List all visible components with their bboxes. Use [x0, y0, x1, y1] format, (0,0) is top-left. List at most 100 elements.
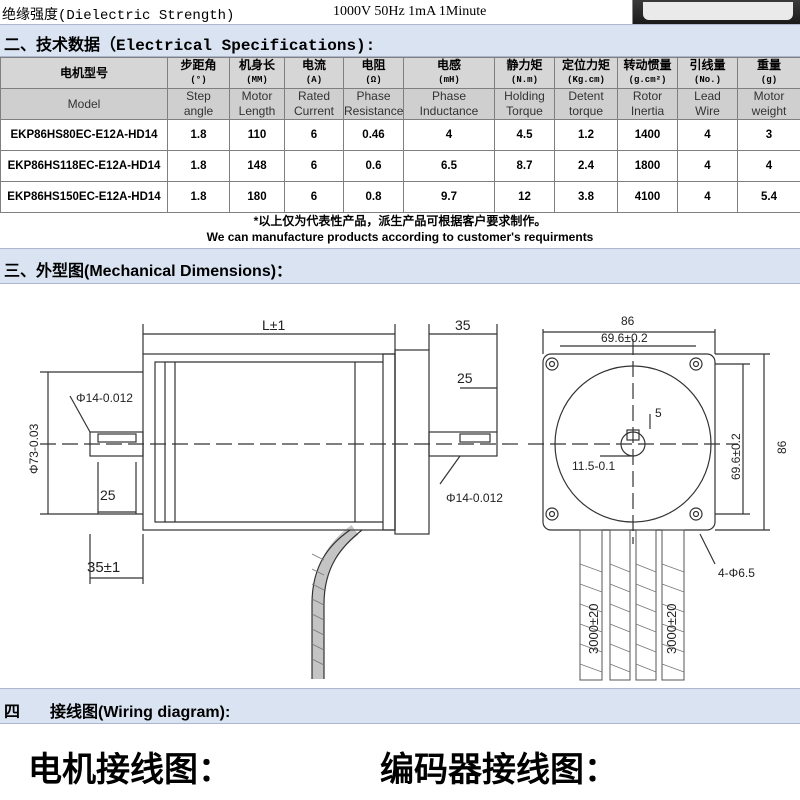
header-cn-cell: 静力矩(N.m) — [494, 57, 555, 89]
header-en-line: torque — [568, 104, 604, 118]
value-cell: 0.8 — [343, 181, 404, 213]
value-cell: 3 — [737, 119, 800, 151]
value-cell: 6 — [284, 119, 344, 151]
dim-front-shaft-dia: Φ14-0.012 — [446, 491, 503, 505]
header-en-line: Rated — [297, 89, 331, 103]
header-en-line: Model — [67, 96, 101, 111]
dim-flange: 86 — [621, 314, 635, 328]
header-cn-cell: 定位力矩 (Kg.cm) — [554, 57, 618, 89]
value-cell: 4 — [737, 150, 800, 182]
header-unit: (No.) — [693, 75, 721, 85]
header-cn-cell: 转动惯量 (g.cm²) — [617, 57, 678, 89]
value-cell: 5.4 — [737, 181, 800, 213]
header-en-line: Motor — [753, 89, 785, 103]
insulation-row: 绝缘强度(Dielectric Strength) 1000V 50Hz 1mA… — [0, 0, 800, 24]
header-en-line: Step — [186, 89, 211, 103]
header-cn-cell: 电感(mH) — [403, 57, 495, 89]
value-cell: 6 — [284, 181, 344, 213]
header-en-line: angle — [183, 104, 214, 118]
header-cn-label: 步距角 — [180, 58, 217, 72]
header-unit: (g) — [760, 75, 778, 85]
header-cn-label: 引线量 — [689, 58, 726, 72]
value-cell: 4 — [677, 150, 738, 182]
value-cell: 3.8 — [554, 181, 618, 213]
header-unit: (mH) — [438, 75, 460, 85]
table-note: *以上仅为代表性产品，派生产品可根据客户要求制作。 We can manufac… — [0, 213, 800, 245]
header-en-line: Resistance — [344, 104, 404, 118]
header-unit: (MM) — [246, 75, 268, 85]
header-cn-label: 机身长 — [238, 58, 275, 72]
motor-body-outline — [142, 353, 396, 531]
header-cn-cell: 电机型号 — [0, 57, 168, 89]
dim-flange-v: 86 — [775, 440, 789, 454]
value-cell: 1.2 — [554, 119, 618, 151]
value-cell: 6.5 — [403, 150, 495, 182]
header-cn-cell: 重量 (g) — [737, 57, 800, 89]
header-cn-label: 电流 — [301, 58, 326, 72]
value-cell: 1.8 — [167, 150, 230, 182]
header-en-line: Current — [293, 104, 334, 118]
header-unit: (Kg.cm) — [567, 75, 605, 85]
header-cn-cell: 引线量 (No.) — [677, 57, 738, 89]
header-en-line: Rotor — [632, 89, 663, 103]
value-cell: 148 — [229, 150, 285, 182]
header-en-line: Wire — [695, 104, 720, 118]
value-cell: 4 — [677, 181, 738, 213]
header-en-line: Inertia — [630, 104, 665, 118]
value-cell: 1400 — [617, 119, 678, 151]
front-flange — [394, 349, 430, 535]
dim-cable2: 3000±20 — [664, 603, 679, 654]
dim-length: L±1 — [262, 317, 285, 333]
model-cell: EKP86HS80EC-E12A-HD14 — [0, 119, 168, 151]
motor-wiring-title: 电机接线图： — [28, 750, 232, 790]
value-cell: 9.7 — [403, 181, 495, 213]
insulation-value: 1000V 50Hz 1mA 1Minute — [333, 4, 487, 19]
header-unit: (A) — [305, 75, 323, 85]
value-cell: 1.8 — [167, 181, 230, 213]
dim-hole-pitch-h: 69.6±0.2 — [601, 331, 648, 345]
header-en-line: Holding — [504, 89, 545, 103]
dim-cable1: 3000±20 — [586, 603, 601, 654]
header-cn-label: 转动惯量 — [623, 58, 672, 72]
header-unit: (Ω) — [365, 75, 382, 85]
header-en-line: Phase — [356, 89, 391, 103]
header-unit: (°) — [190, 75, 207, 85]
encoder-wiring-title: 编码器接线图： — [380, 750, 618, 790]
table-header-cn: 电机型号 步距角 (°) 机身长 (MM) 电流 (A) 电阻 (Ω) 电感(mH)静力矩(N.m… — [0, 57, 800, 89]
header-cn-label: 定位力矩 — [561, 58, 610, 72]
header-cn-label: 静力矩 — [506, 58, 543, 72]
header-cn-cell: 机身长 (MM) — [229, 57, 285, 89]
header-cn-cell: 电阻 (Ω) — [343, 57, 404, 89]
dim-rear-len: 35±1 — [87, 559, 120, 576]
header-cn-cell: 步距角 (°) — [167, 57, 230, 89]
value-cell: 4 — [677, 119, 738, 151]
header-cn-label: 重量 — [756, 58, 781, 72]
header-en-line: Inductance — [419, 104, 479, 118]
header-en-line: Detent — [568, 89, 604, 103]
note-cn: *以上仅为代表性产品，派生产品可根据客户要求制作。 — [253, 214, 547, 228]
value-cell: 1.8 — [167, 119, 230, 151]
section-mechanical-title: 三、外型图(Mechanical Dimensions)： — [0, 248, 800, 284]
header-cn-cell: 电流 (A) — [284, 57, 344, 89]
value-cell: 1800 — [617, 150, 678, 182]
header-cn-label: 电机型号 — [59, 65, 108, 80]
front-view-flange — [542, 353, 716, 531]
header-unit: (g.cm²) — [628, 75, 667, 85]
model-cell: EKP86HS118EC-E12A-HD14 — [0, 150, 168, 182]
model-cell: EKP86HS150EC-E12A-HD14 — [0, 181, 168, 213]
header-cn-label: 电阻 — [361, 58, 386, 72]
value-cell: 0.46 — [343, 119, 404, 151]
section-wiring-title: 四接线图(Wiring diagram): — [0, 688, 800, 724]
value-cell: 110 — [229, 119, 285, 151]
